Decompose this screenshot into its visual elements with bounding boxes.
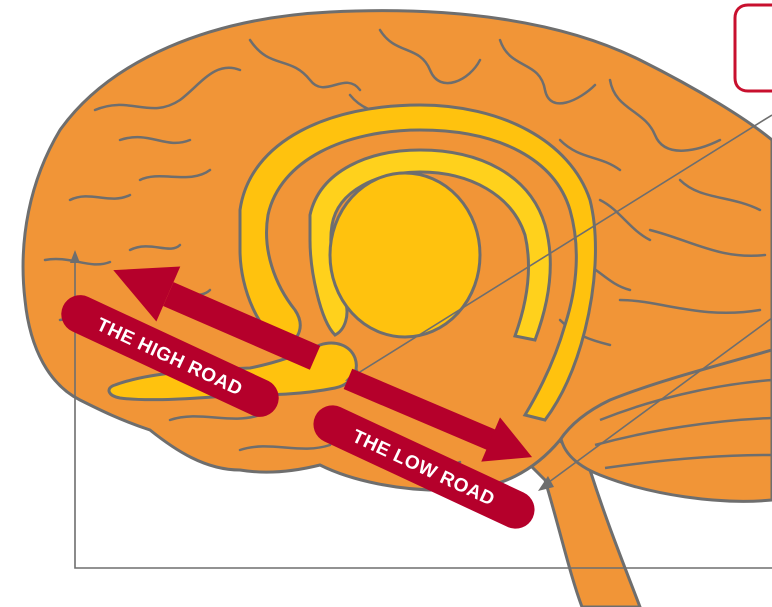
- thalamus: [330, 173, 480, 337]
- callout-box: [735, 5, 772, 91]
